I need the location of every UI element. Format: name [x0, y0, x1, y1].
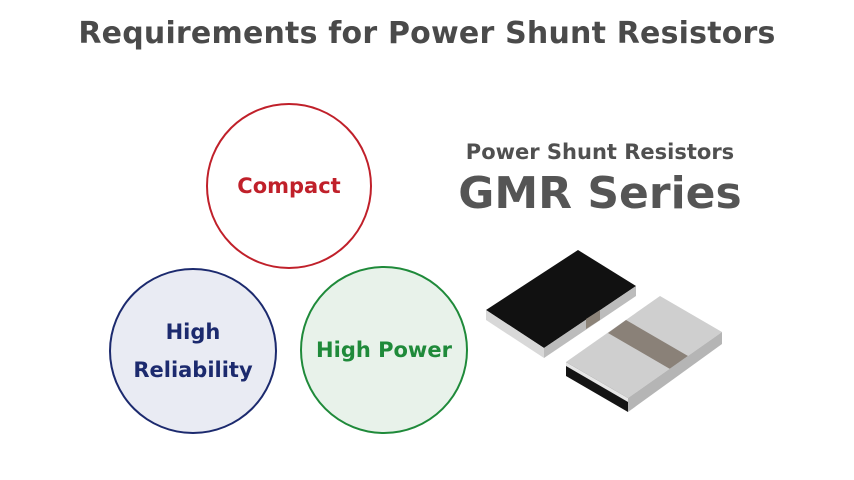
product-series-name: GMR Series: [458, 168, 742, 219]
requirement-power-label: High Power: [316, 338, 452, 362]
resistor-components-image: [486, 250, 722, 412]
product-subtitle: Power Shunt Resistors: [465, 140, 735, 164]
requirement-compact-label: Compact: [237, 174, 341, 198]
requirement-reliability-label-line1: High: [165, 320, 221, 344]
resistor-black-top: [486, 250, 636, 358]
page-title: Requirements for Power Shunt Resistors: [78, 16, 776, 51]
requirement-power-circle: High Power: [300, 266, 468, 434]
requirement-reliability-circle: High Reliability: [109, 268, 277, 434]
requirement-reliability-label-line2: Reliability: [133, 358, 253, 382]
requirement-compact-circle: Compact: [206, 103, 372, 269]
resistor-grey-top: [566, 296, 722, 412]
